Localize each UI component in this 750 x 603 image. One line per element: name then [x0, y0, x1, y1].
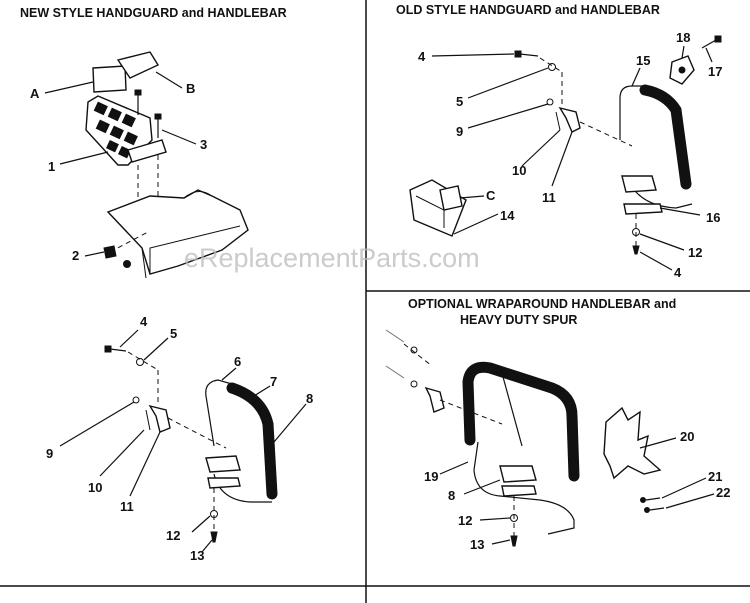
optional-title-line2: HEAVY DUTY SPUR: [460, 313, 577, 327]
leader-19: [439, 461, 469, 475]
leader-11: [551, 131, 573, 187]
leader-11-left: [129, 431, 161, 497]
leader-8-left: [273, 403, 307, 443]
label-15: 15: [636, 53, 650, 68]
label-13-right: 13: [470, 537, 484, 552]
label-7: 7: [270, 374, 277, 389]
leader-12: [639, 233, 685, 251]
leader-12-right: [479, 517, 511, 521]
leader-12-left: [191, 515, 211, 533]
label-10: 10: [512, 163, 526, 178]
label-2: 2: [72, 248, 79, 263]
leader-1: [59, 151, 109, 165]
label-5: 5: [456, 94, 463, 109]
old-style-drawing: [409, 35, 722, 255]
label-17: 17: [708, 64, 722, 79]
leader-6: [221, 367, 237, 381]
label-19: 19: [424, 469, 438, 484]
label-1: 1: [48, 159, 55, 174]
label-C: C: [486, 188, 496, 203]
label-9-left: 9: [46, 446, 53, 461]
label-21: 21: [708, 469, 722, 484]
leader-7: [253, 385, 271, 397]
label-11: 11: [542, 190, 556, 205]
leader-15: [631, 67, 641, 87]
label-B: B: [186, 81, 195, 96]
label-12-right: 12: [458, 513, 472, 528]
leader-4-left: [119, 329, 139, 348]
label-22: 22: [716, 485, 730, 500]
leader-2: [84, 251, 105, 257]
label-4-top: 4: [418, 49, 426, 64]
leader-5: [467, 67, 549, 99]
leader-17: [705, 47, 713, 63]
label-10-left: 10: [88, 480, 102, 495]
label-4-left: 4: [140, 314, 148, 329]
label-14: 14: [500, 208, 515, 223]
optional-title-line1: OPTIONAL WRAPAROUND HANDLEBAR and: [408, 297, 676, 311]
label-13-left: 13: [190, 548, 204, 563]
leader-20: [639, 437, 677, 449]
label-5-left: 5: [170, 326, 177, 341]
leader-16: [659, 207, 701, 216]
optional-drawing: [385, 329, 665, 547]
leader-10: [521, 129, 561, 167]
label-18: 18: [676, 30, 690, 45]
label-20: 20: [680, 429, 694, 444]
leader-C: [459, 195, 485, 199]
leader-9-left: [59, 401, 135, 447]
label-A: A: [30, 86, 40, 101]
leader-21: [661, 477, 707, 499]
label-16: 16: [706, 210, 720, 225]
watermark: eReplacementParts.com: [184, 243, 480, 273]
standard-handlebar-drawing: [104, 345, 278, 543]
label-8-right: 8: [448, 488, 455, 503]
label-6: 6: [234, 354, 241, 369]
label-4-bottom: 4: [674, 265, 682, 280]
label-8-left: 8: [306, 391, 313, 406]
leader-14: [453, 213, 499, 235]
old-style-title: OLD STYLE HANDGUARD and HANDLEBAR: [396, 3, 660, 17]
label-12-old: 12: [688, 245, 702, 260]
leader-10-left: [99, 429, 145, 477]
new-style-title: NEW STYLE HANDGUARD and HANDLEBAR: [20, 6, 287, 20]
leader-18: [681, 45, 685, 59]
leader-22: [665, 493, 715, 509]
leader-13-left: [201, 539, 213, 553]
leader-8-right: [463, 479, 501, 495]
new-style-drawing: [85, 51, 249, 279]
leader-4-top: [431, 53, 515, 57]
label-9: 9: [456, 124, 463, 139]
leader-3: [161, 129, 197, 145]
leader-A: [44, 81, 94, 94]
label-11-left: 11: [120, 499, 134, 514]
label-3: 3: [200, 137, 207, 152]
leader-4-bottom: [639, 251, 673, 271]
label-12-left: 12: [166, 528, 180, 543]
leader-B: [155, 71, 183, 89]
leader-9: [467, 103, 549, 129]
leader-13-right: [491, 539, 511, 545]
leader-5-left: [143, 337, 169, 361]
